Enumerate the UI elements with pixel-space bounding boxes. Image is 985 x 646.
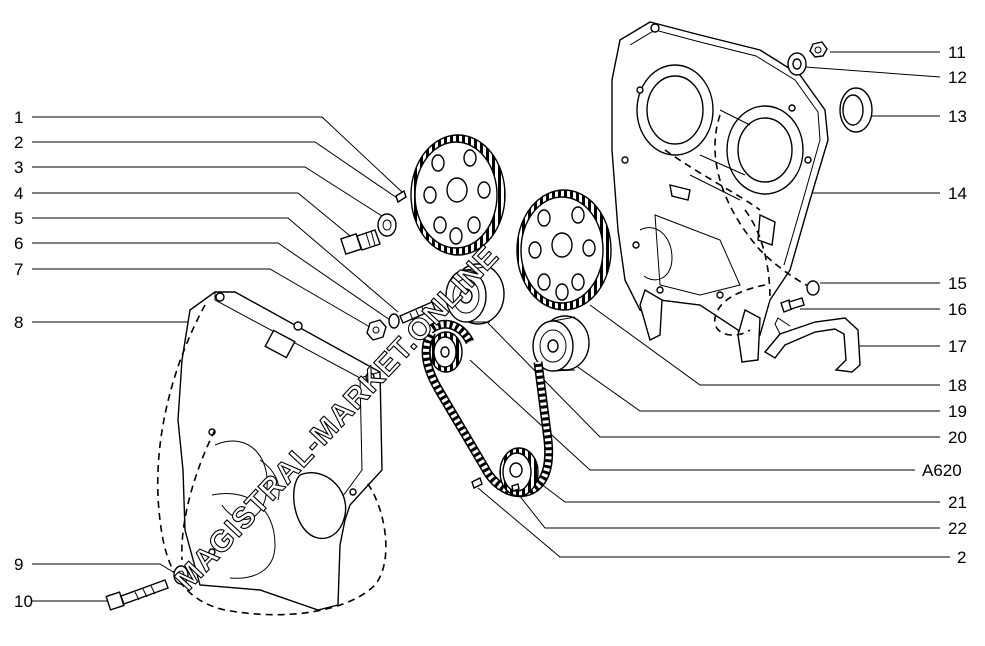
callout-18: 18 — [948, 376, 967, 395]
leader-a620 — [469, 359, 915, 471]
washer-3 — [377, 213, 397, 237]
camshaft-pulley-2 — [516, 189, 612, 311]
leader-2 — [32, 141, 401, 201]
key-22 — [511, 483, 520, 492]
leader-20 — [484, 319, 940, 438]
callout-6: 6 — [14, 234, 23, 253]
callout-9: 9 — [14, 555, 23, 574]
key-2-upper — [395, 189, 407, 204]
rear-cover-dashed-outline — [664, 114, 813, 336]
right-callouts: 11 12 13 14 15 16 17 18 19 20 A620 21 22… — [922, 43, 967, 567]
plug-11 — [809, 41, 828, 58]
leader-5 — [32, 217, 399, 313]
callout-21: 21 — [948, 493, 967, 512]
cover-dashed-outline — [157, 304, 387, 616]
leader-6 — [32, 242, 391, 321]
callout-12: 12 — [948, 68, 967, 87]
callout-11: 11 — [948, 43, 966, 62]
left-leader-lines — [32, 116, 403, 602]
callout-2-lower: 2 — [957, 548, 966, 567]
key-2-lower — [471, 477, 483, 489]
leader-3 — [32, 166, 386, 219]
idler-pulley-19 — [532, 315, 590, 372]
tensioner-pulley-20 — [445, 263, 505, 325]
leader-7 — [32, 268, 376, 331]
callout-19: 19 — [948, 402, 967, 421]
callout-20: 20 — [948, 428, 967, 447]
rear-timing-cover — [611, 21, 829, 363]
callout-13: 13 — [948, 107, 967, 126]
leader-2-lower — [477, 487, 950, 558]
bolt-10 — [105, 579, 169, 611]
leader-1 — [32, 116, 403, 193]
washer-9 — [173, 565, 189, 585]
crankshaft-pulley-21 — [499, 447, 539, 497]
callout-8: 8 — [14, 313, 23, 332]
leader-18 — [589, 304, 940, 386]
callout-1: 1 — [14, 108, 23, 127]
leader-21 — [519, 467, 940, 503]
bracket-17 — [763, 317, 861, 373]
nut-7 — [366, 319, 387, 341]
callout-22: 22 — [948, 519, 967, 538]
callout-7: 7 — [14, 260, 23, 279]
left-callouts: 1 2 3 4 5 6 7 8 9 10 — [14, 108, 33, 611]
leader-19 — [574, 364, 940, 412]
callout-17: 17 — [948, 337, 967, 356]
leader-22 — [514, 489, 940, 529]
callout-5: 5 — [14, 209, 23, 228]
oil-seal-13 — [839, 87, 873, 133]
camshaft-pulley-1 — [410, 134, 506, 256]
leader-4 — [32, 192, 356, 241]
crank-sprocket-small — [429, 331, 463, 373]
callout-10: 10 — [14, 592, 33, 611]
washer-15 — [806, 280, 820, 296]
leader-12 — [804, 66, 941, 78]
callout-4: 4 — [14, 184, 23, 203]
callout-15: 15 — [948, 274, 967, 293]
callout-2: 2 — [14, 133, 23, 152]
callout-3: 3 — [14, 158, 23, 177]
leader-9 — [32, 563, 179, 576]
bolt-16 — [780, 297, 805, 313]
callout-14: 14 — [948, 184, 967, 203]
bolt-4 — [340, 229, 381, 255]
seal-12 — [787, 52, 807, 76]
callout-16: 16 — [948, 300, 967, 319]
callout-a620: A620 — [922, 461, 962, 480]
washer-6 — [388, 313, 400, 329]
stud-5 — [399, 301, 436, 324]
